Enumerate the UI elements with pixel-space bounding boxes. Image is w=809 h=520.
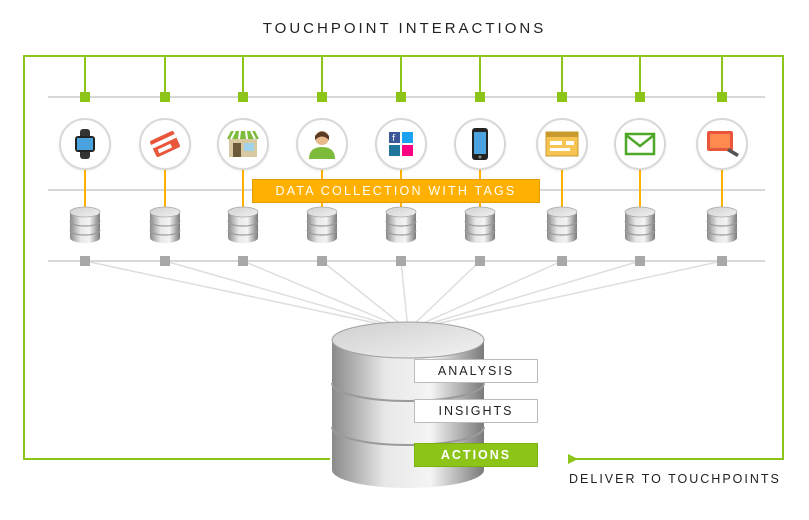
data-collection-banner: DATA COLLECTION WITH TAGS bbox=[252, 179, 540, 203]
tag-database-icon bbox=[386, 212, 416, 243]
tag-database-icon bbox=[150, 212, 180, 243]
kiosk-display-icon bbox=[696, 118, 748, 170]
gray-node bbox=[160, 256, 170, 266]
analysis-box: ANALYSIS bbox=[414, 359, 538, 383]
tag-database-icon bbox=[547, 212, 577, 243]
feedback-loop-line bbox=[23, 55, 784, 460]
green-node bbox=[635, 92, 645, 102]
gray-node bbox=[317, 256, 327, 266]
tag-database-icon bbox=[707, 212, 737, 243]
tag-database-icon bbox=[625, 212, 655, 243]
connector-line bbox=[400, 260, 409, 331]
social-media-icon: f bbox=[375, 118, 427, 170]
tag-database-icon bbox=[307, 212, 337, 243]
arrow-head bbox=[568, 454, 578, 464]
gray-node bbox=[635, 256, 645, 266]
connector-line bbox=[321, 260, 409, 331]
connector-line bbox=[407, 260, 723, 331]
tag-database-icon bbox=[228, 212, 258, 243]
tag-database-icon bbox=[70, 212, 100, 243]
connector-line bbox=[242, 260, 409, 331]
connector-line bbox=[164, 260, 409, 331]
store-icon bbox=[217, 118, 269, 170]
mobile-phone-icon bbox=[454, 118, 506, 170]
connector-line bbox=[84, 260, 409, 331]
gray-node bbox=[717, 256, 727, 266]
connector-line bbox=[407, 260, 641, 331]
email-icon bbox=[614, 118, 666, 170]
green-node bbox=[475, 92, 485, 102]
web-page-icon bbox=[536, 118, 588, 170]
insights-box: INSIGHTS bbox=[414, 399, 538, 423]
person-icon bbox=[296, 118, 348, 170]
gray-node bbox=[557, 256, 567, 266]
tag-database-icon bbox=[465, 212, 495, 243]
gray-node bbox=[396, 256, 406, 266]
gray-node bbox=[80, 256, 90, 266]
gray-node bbox=[238, 256, 248, 266]
connector-line bbox=[407, 260, 481, 331]
green-node bbox=[317, 92, 327, 102]
green-node bbox=[238, 92, 248, 102]
svg-text:f: f bbox=[392, 134, 396, 144]
loyalty-card-icon bbox=[139, 118, 191, 170]
green-node bbox=[396, 92, 406, 102]
green-node bbox=[717, 92, 727, 102]
green-node bbox=[557, 92, 567, 102]
diagram-title: TOUCHPOINT INTERACTIONS bbox=[262, 20, 547, 37]
gray-node bbox=[475, 256, 485, 266]
green-node bbox=[160, 92, 170, 102]
deliver-label: DELIVER TO TOUCHPOINTS bbox=[569, 472, 781, 486]
smartwatch-icon bbox=[59, 118, 111, 170]
connector-line bbox=[407, 260, 563, 331]
actions-box: ACTIONS bbox=[414, 443, 538, 467]
green-node bbox=[80, 92, 90, 102]
